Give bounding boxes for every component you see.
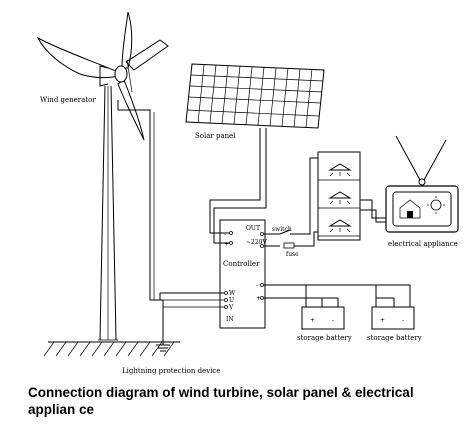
- lightning-label: Lightning protection device: [122, 367, 220, 375]
- wind-generator-label: Wind generator: [40, 96, 96, 104]
- controller-out-label: OUT: [246, 225, 260, 232]
- svg-text:-: -: [332, 317, 334, 324]
- controller-label: Controller: [223, 260, 260, 268]
- controller-ac-label: ~220V: [246, 239, 267, 246]
- svg-text:+: +: [310, 317, 315, 324]
- pv-plus-terminal: +: [224, 241, 229, 248]
- turbine-nacelle: [99, 65, 109, 87]
- wind-turbine: [36, 11, 169, 341]
- turbine-blade-top: [121, 11, 133, 69]
- controller-box: [219, 219, 266, 329]
- lightning-protection-device: [156, 300, 170, 352]
- lamp-1: [328, 163, 352, 177]
- lamp-2: [328, 191, 352, 205]
- connection-diagram: Wind generator Lightning protection devi…: [36, 11, 459, 375]
- electrical-appliance-tv: [385, 135, 459, 233]
- battery-minus-terminal: -: [256, 282, 258, 289]
- svg-text:-: -: [402, 317, 404, 324]
- wind-u-terminal: U: [229, 297, 234, 304]
- wind-w-terminal: W: [229, 290, 236, 297]
- diagram-caption: Connection diagram of wind turbine, sola…: [28, 385, 414, 417]
- storage-battery-1-label: storage battery: [297, 334, 352, 342]
- fuse-label: fuse: [286, 251, 299, 258]
- turbine-tail: [125, 39, 169, 71]
- turbine-tower-right: [110, 85, 117, 341]
- storage-battery-1: + -: [301, 306, 345, 330]
- solar-panel-label: Solar panel: [195, 132, 236, 140]
- turbine-hub: [114, 65, 128, 83]
- lamp-3: [328, 219, 352, 233]
- sun-icon: [430, 199, 442, 211]
- solar-panel: [185, 63, 325, 129]
- storage-battery-2: + -: [371, 306, 415, 330]
- controller-in-label: IN: [226, 316, 234, 323]
- turbine-tower-left: [99, 85, 106, 341]
- svg-text:+: +: [380, 317, 385, 324]
- wind-v-terminal: V: [228, 304, 234, 311]
- lamp-panel: [317, 151, 361, 241]
- turbine-blade-right: [117, 79, 145, 141]
- pv-minus-terminal: -: [224, 231, 226, 238]
- battery-plus-terminal: +: [256, 295, 261, 302]
- turbine-blade-left: [36, 36, 119, 79]
- electrical-appliance-label: electrical appliance: [388, 240, 458, 248]
- wiring: [117, 100, 411, 308]
- ground: [43, 341, 180, 357]
- switch-label: switch: [272, 226, 292, 233]
- storage-battery-2-label: storage battery: [367, 334, 422, 342]
